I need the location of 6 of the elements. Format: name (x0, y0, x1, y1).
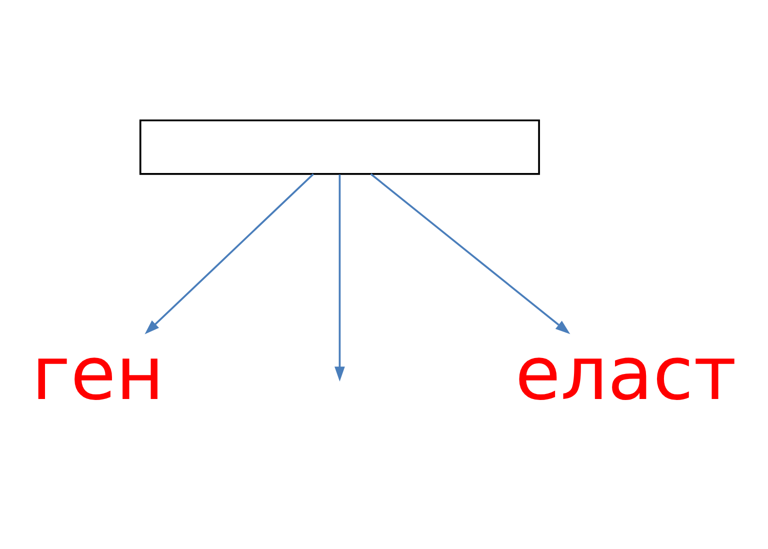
arrow (334, 174, 345, 382)
arrow (370, 173, 570, 334)
node-text: еласт (515, 331, 736, 418)
node-text: ген (32, 331, 164, 418)
arrow (144, 173, 314, 334)
node-box (139, 119, 540, 175)
